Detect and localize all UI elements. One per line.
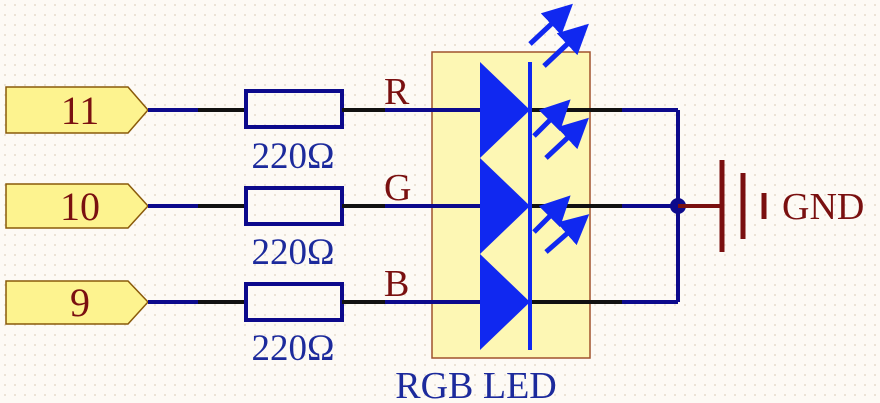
- resistor-r3[interactable]: [244, 282, 344, 322]
- port-label-11: 11: [61, 88, 100, 133]
- port-9[interactable]: [5, 280, 150, 325]
- diode-b: [480, 254, 530, 350]
- resistor-value-r1: 220Ω: [252, 136, 335, 177]
- channel-row-b: 9 220Ω B: [5, 263, 678, 369]
- net-label-b: B: [384, 263, 409, 305]
- resistor-r2[interactable]: [244, 186, 344, 226]
- port-label-9: 9: [70, 280, 90, 325]
- ground-label: GND: [782, 186, 864, 228]
- net-label-g: G: [384, 167, 411, 209]
- net-label-r: R: [384, 71, 410, 113]
- resistor-r1[interactable]: [244, 89, 344, 129]
- channel-row-r: 11 220Ω R: [5, 71, 678, 177]
- port-label-10: 10: [60, 184, 100, 229]
- diode-r: [480, 62, 530, 158]
- port-11[interactable]: [5, 86, 149, 134]
- resistor-value-r3: 220Ω: [252, 328, 335, 369]
- channel-row-g: 10 220Ω G: [5, 167, 678, 273]
- diode-g: [480, 158, 530, 254]
- resistor-value-r2: 220Ω: [252, 232, 335, 273]
- led-component-label: RGB LED: [395, 365, 557, 403]
- ground-symbol-icon: [678, 160, 767, 252]
- port-10[interactable]: [5, 183, 150, 229]
- led-diode-icon: [480, 62, 530, 350]
- light-emission-arrows-icon: [528, 3, 590, 254]
